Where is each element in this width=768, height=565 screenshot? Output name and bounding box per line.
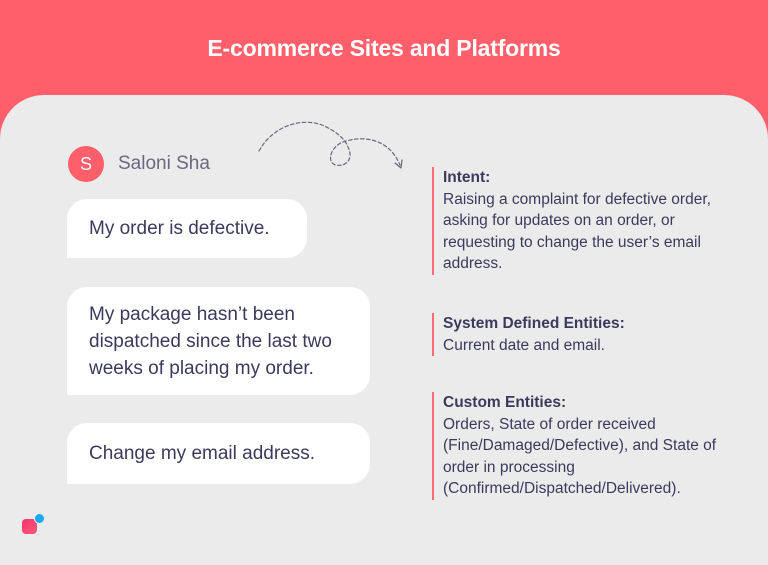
custom-entities-section: Custom Entities: Orders, State of order …: [432, 392, 753, 500]
intent-title: Intent:: [443, 169, 491, 186]
user-name: Saloni Sha: [118, 153, 210, 174]
chat-message: My order is defective.: [67, 199, 307, 258]
system-entities-body: Current date and email.: [443, 336, 605, 354]
chat-message-text: My package hasn’t been dispatched since …: [89, 303, 332, 379]
intent-body: Raising a complaint for defective order,…: [443, 190, 711, 273]
page-title: E-commerce Sites and Platforms: [207, 35, 561, 61]
system-entities-section: System Defined Entities: Current date an…: [432, 313, 743, 356]
brand-logo-icon: [22, 519, 37, 534]
system-entities-title: System Defined Entities:: [443, 315, 625, 332]
dashed-curly-arrow-icon: [258, 121, 403, 169]
chat-message-text: My order is defective.: [89, 218, 270, 239]
intent-section: Intent: Raising a complaint for defectiv…: [432, 167, 743, 275]
custom-entities-body: Orders, State of order received (Fine/Da…: [443, 415, 717, 498]
chat-message-text: Change my email address.: [89, 443, 315, 464]
chat-message: Change my email address.: [67, 423, 370, 484]
custom-entities-title: Custom Entities:: [443, 394, 567, 411]
avatar: S: [68, 146, 104, 182]
chat-badge-icon: [34, 513, 45, 524]
chat-message: My package hasn’t been dispatched since …: [67, 287, 370, 395]
